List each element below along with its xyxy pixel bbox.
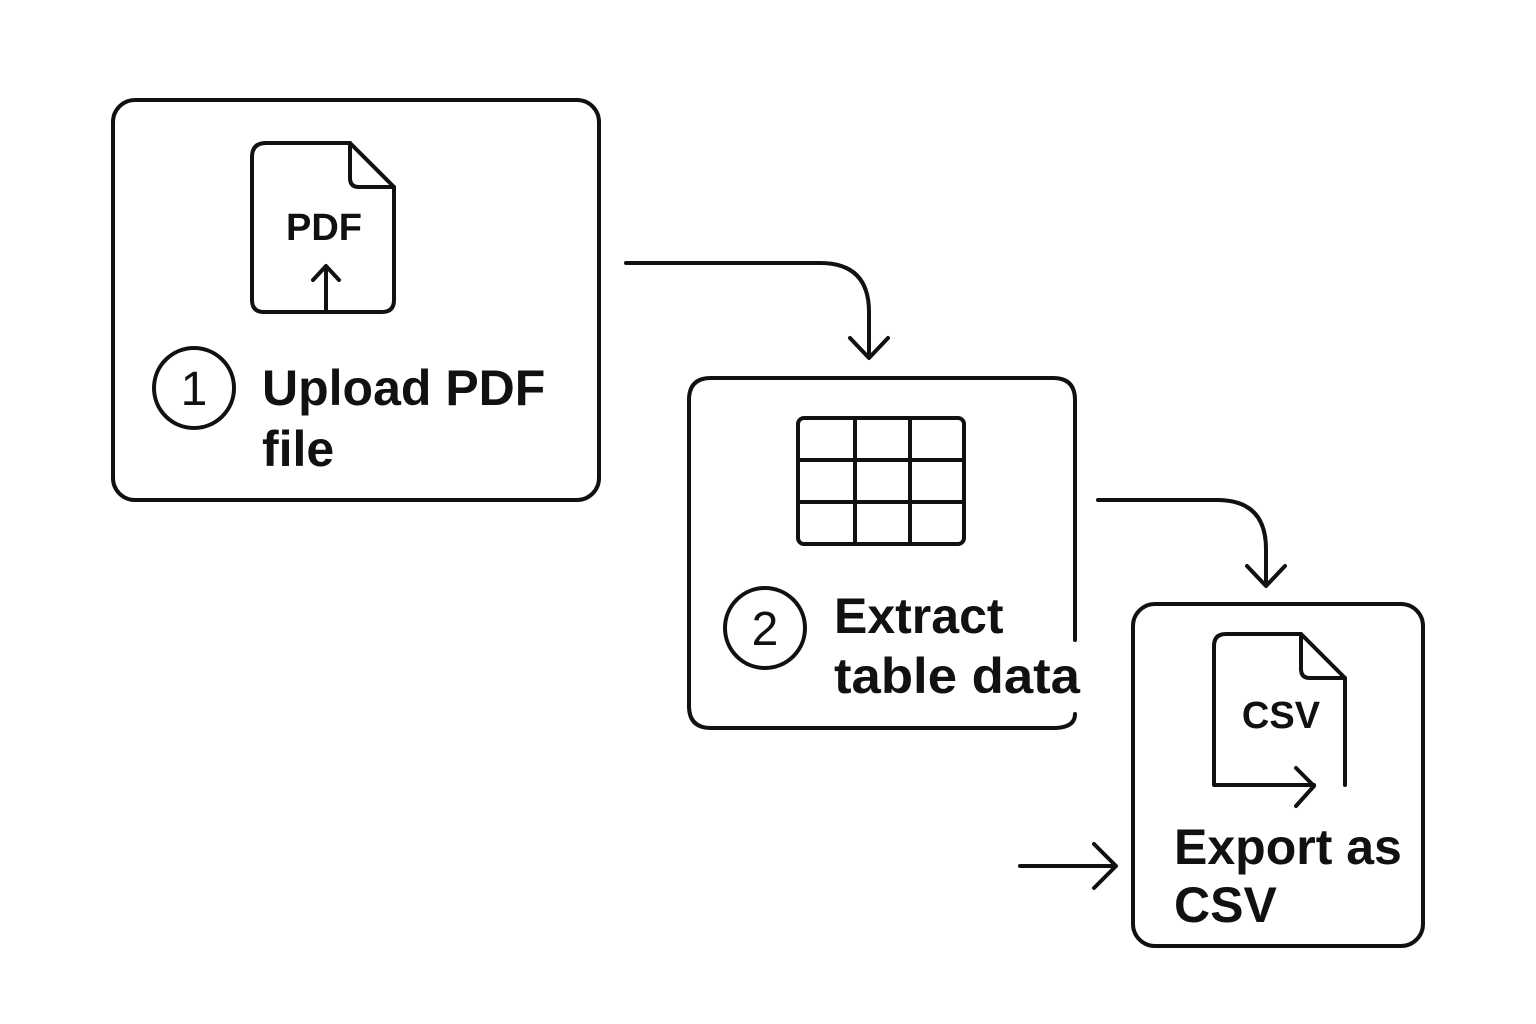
step-1-label-line2: file: [262, 421, 334, 477]
step-1-number-badge: 1: [152, 346, 236, 430]
csv-export-icon: CSV: [1212, 632, 1347, 808]
step-2-frame: [687, 376, 1077, 730]
step-3-card: CSV Export as CSV: [1131, 602, 1425, 948]
csv-icon-label: CSV: [1242, 695, 1321, 737]
incoming-arrow-step-3: [1018, 842, 1118, 890]
step-1-card: PDF 1 Upload PDF file: [111, 98, 601, 502]
step-2-number: 2: [752, 603, 779, 656]
step-2-number-badge: 2: [723, 586, 807, 670]
step-1-number: 1: [181, 363, 208, 416]
step-1-label-line1: Upload PDF: [262, 360, 545, 416]
table-grid-icon: [796, 416, 966, 546]
pdf-icon-label: PDF: [286, 207, 362, 249]
step-2-card: 2 Extract table data: [687, 376, 1081, 730]
step-2-label-line2: table data: [834, 648, 1081, 704]
connector-arrow-2-3: [1096, 498, 1287, 588]
step-3-label-line1: Export as: [1174, 819, 1402, 875]
step-2-label-line1: Extract: [834, 588, 1004, 644]
step-3-frame: [1131, 602, 1425, 948]
connector-arrow-1-2: [624, 261, 890, 360]
step-1-frame: [111, 98, 601, 502]
step-3-label-line2: CSV: [1174, 877, 1277, 933]
pdf-upload-icon: PDF: [250, 141, 396, 314]
